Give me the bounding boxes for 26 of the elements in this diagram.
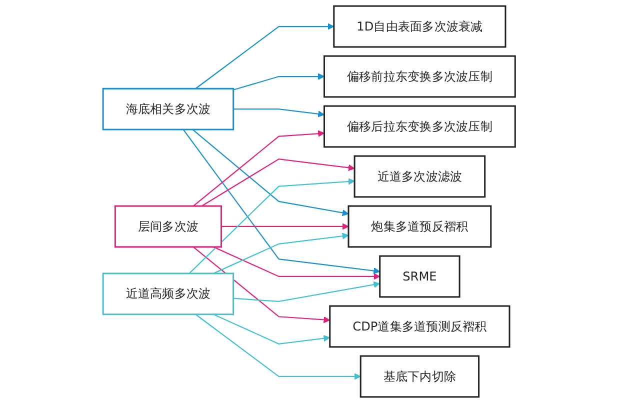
process-box: 1D自由表面多次波衰减 xyxy=(334,5,507,48)
process-box: 偏移后拉东变换多次波压制 xyxy=(324,105,516,148)
arrow xyxy=(193,130,325,206)
arrow xyxy=(222,223,350,230)
process-box: 基底下内切除 xyxy=(360,355,480,398)
arrow xyxy=(196,314,362,380)
process-box: CDP道集多道预测反褶积 xyxy=(330,305,511,348)
arrow xyxy=(234,73,325,90)
process-box: 炮集多道预反褶积 xyxy=(348,205,492,248)
process-box: 近道多次波滤波 xyxy=(354,155,486,198)
process-box: 偏移前拉东变换多次波压制 xyxy=(324,55,516,98)
arrow xyxy=(234,108,325,118)
arrow xyxy=(234,281,381,302)
arrow xyxy=(183,129,381,274)
arrow xyxy=(214,232,350,274)
arrow xyxy=(202,158,356,207)
arrow xyxy=(214,314,331,344)
process-box: 层间多次波 xyxy=(114,205,222,248)
arrow xyxy=(192,129,350,216)
process-box: SRME xyxy=(379,255,461,298)
arrow xyxy=(193,246,331,324)
arrow xyxy=(189,178,356,274)
arrow xyxy=(214,246,381,280)
arrow xyxy=(196,23,335,90)
process-box: 海底相关多次波 xyxy=(102,88,234,130)
process-box: 近道高频多次波 xyxy=(102,272,234,316)
